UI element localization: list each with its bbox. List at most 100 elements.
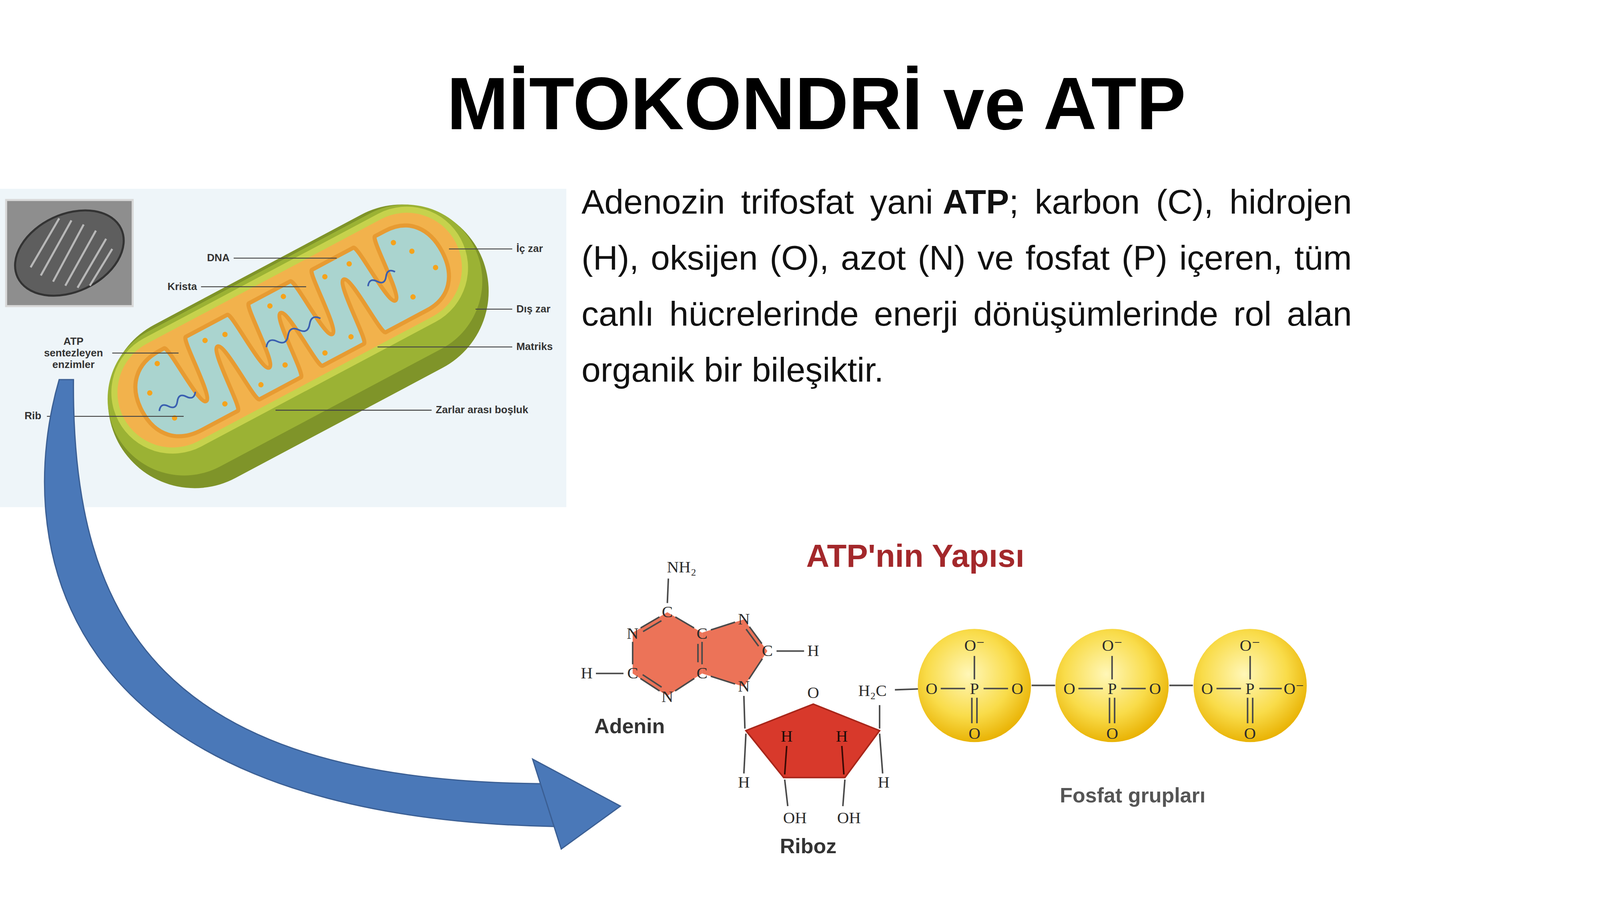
atom-symbol: C	[761, 641, 773, 661]
mitochondrion-drawing	[152, 268, 403, 415]
mitochondrion-drawing	[153, 360, 161, 368]
part-label: İç zar	[516, 242, 544, 255]
leader-line	[275, 409, 432, 411]
chemical-bond	[743, 733, 746, 774]
mitochondrion-drawing	[347, 333, 355, 341]
atom-symbol: H₂C	[858, 681, 887, 701]
mitochondrion-drawing	[321, 273, 329, 281]
chemical-bond	[710, 676, 736, 685]
chemical-bond	[1114, 697, 1116, 724]
group-label: Adenin	[594, 714, 665, 739]
chemical-bond	[640, 617, 660, 629]
leader-line	[475, 308, 513, 310]
micrograph-inset	[6, 200, 133, 307]
chemical-bond	[1108, 697, 1111, 724]
curved-arrow	[44, 379, 554, 827]
mitochondrion-drawing	[89, 185, 490, 476]
chemical-bond	[1249, 655, 1252, 680]
atom-symbol: O⁻	[1283, 679, 1304, 699]
chemical-bond	[745, 629, 759, 647]
chemical-bond	[879, 733, 883, 774]
mitochondrion-drawing	[157, 388, 197, 415]
mitochondrion-drawing	[409, 293, 417, 301]
micrograph-inset	[30, 218, 59, 268]
mitochondrion-drawing	[321, 349, 329, 357]
micrograph-inset	[6, 200, 133, 307]
mitochondrion-drawing	[170, 414, 179, 422]
atom-symbol: O	[1201, 679, 1214, 699]
atom-symbol: H	[836, 727, 849, 746]
mitochondrion-drawing	[221, 400, 229, 408]
micrograph-inset	[53, 224, 84, 282]
paragraph: Adenozin trifosfat yaniATP; karbon (C), …	[581, 173, 1352, 398]
mitochondrion-drawing	[281, 361, 289, 369]
chemical-bond	[842, 746, 845, 775]
chemical-bond	[842, 779, 845, 807]
mitochondrion-drawing	[431, 264, 440, 272]
micrograph-inset	[40, 220, 72, 276]
mitochondrion-drawing	[120, 212, 464, 452]
mitochondrion-drawing	[98, 193, 482, 468]
chemical-bond	[643, 621, 662, 632]
mitochondrion-drawing	[389, 239, 397, 247]
chemical-bond	[701, 642, 703, 665]
chemical-bond	[973, 655, 976, 680]
atom-symbol: N	[626, 624, 639, 644]
atom-symbol: O	[1011, 679, 1024, 699]
mitochondrion-drawing	[77, 174, 520, 520]
chemical-bond	[595, 673, 624, 675]
chemical-bond	[983, 687, 1009, 690]
chemical-bond	[776, 650, 805, 653]
atom-symbol: O	[807, 683, 820, 703]
atom-symbol: H	[780, 727, 793, 746]
chemical-bond	[697, 644, 699, 663]
chemical-bond	[642, 675, 662, 688]
chemical-bond	[675, 678, 695, 692]
part-label: ATP sentezleyen enzimler	[44, 335, 103, 371]
atom-symbol: C	[696, 663, 708, 683]
atom-symbol: N	[737, 609, 750, 629]
chemical-bond	[710, 622, 736, 630]
mitochondrion-drawing	[266, 302, 274, 310]
atom-symbol: O	[1063, 679, 1076, 699]
mitochondrion-drawing	[146, 389, 154, 397]
chemical-bond	[784, 746, 787, 775]
chemical-bond	[971, 697, 973, 724]
mitochondrion-drawing	[80, 177, 510, 503]
atom-symbol: O⁻	[1239, 636, 1261, 656]
mitochondrion-drawing	[257, 381, 265, 389]
mitochondrion-drawing	[221, 330, 229, 339]
micrograph-inset	[89, 248, 113, 286]
figure-heading: ATP'nin Yapısı	[806, 537, 1025, 575]
chemical-bond	[976, 697, 978, 724]
chemical-bond	[1259, 687, 1282, 690]
adenine-ring	[701, 619, 768, 687]
part-label: Matriks	[516, 340, 553, 353]
atom-symbol: H	[580, 663, 593, 683]
atom-symbol: H	[807, 641, 820, 661]
part-label: Dış zar	[516, 303, 551, 316]
micrograph-inset	[77, 238, 107, 288]
curved-arrow	[44, 379, 621, 850]
paragraph-text: Adenozin trifosfat yani	[581, 182, 934, 221]
paragraph-text: ATP	[942, 182, 1010, 221]
chemical-bond	[748, 659, 763, 680]
picture-panel	[0, 188, 567, 508]
atom-symbol: P	[1107, 679, 1117, 699]
chemical-bond	[675, 617, 694, 629]
mitochondrion-drawing	[135, 223, 451, 439]
chemical-bond	[1216, 687, 1241, 690]
atom-symbol: C	[696, 624, 708, 644]
atom-symbol: O	[1148, 679, 1161, 699]
chemical-bond	[667, 578, 669, 604]
phosphate-circle: O⁻OPOO	[917, 628, 1032, 744]
chemical-bond	[1078, 687, 1103, 690]
micrograph-inset	[30, 218, 113, 288]
chemical-bond	[1111, 655, 1113, 680]
chemical-bond	[1246, 697, 1249, 724]
chemical-bond	[940, 687, 966, 690]
phosphate-circle: O⁻OPOO	[1054, 628, 1170, 744]
curved-arrow	[532, 759, 621, 850]
atom-symbol: O	[968, 724, 981, 744]
atom-symbol: NH₂	[666, 557, 697, 577]
